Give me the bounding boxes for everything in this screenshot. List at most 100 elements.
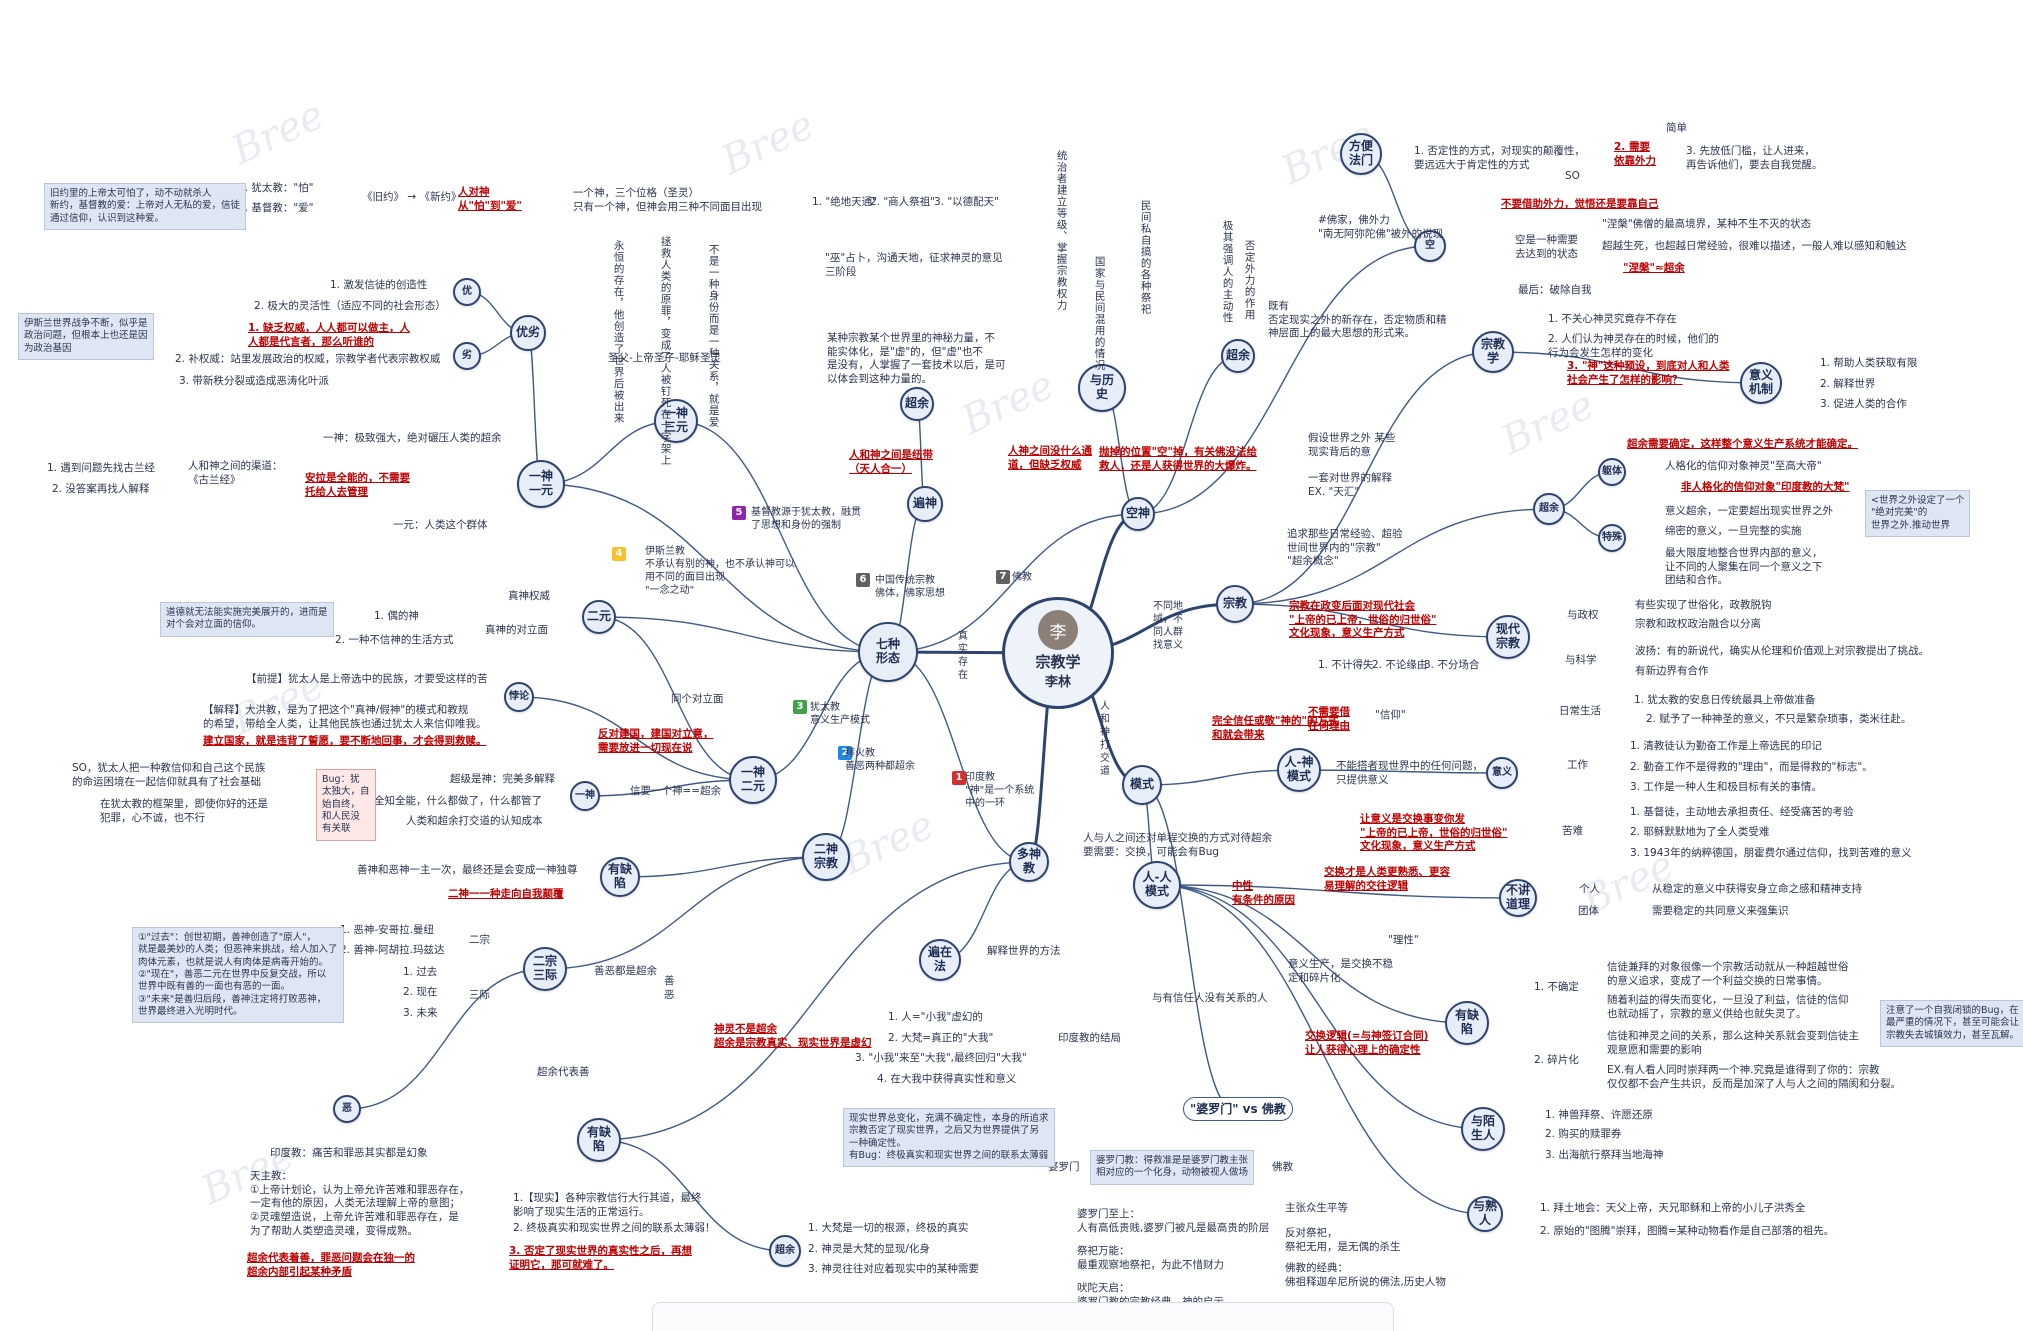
node-chaoyue-top[interactable]: 超余 bbox=[1221, 339, 1255, 373]
text-t-fo3: 佛教的经典： 佛祖释迦牟尼所说的佛法,历史人物 bbox=[1285, 1262, 1446, 1288]
connector bbox=[1141, 769, 1300, 786]
node-xiandai[interactable]: 现代 宗教 bbox=[1486, 615, 1530, 659]
text-t-yuyoudai: 与有信任人没有关系的人 bbox=[1152, 992, 1268, 1004]
text-t-note-yisi: 伊斯兰世界战争不断，似乎是 政治问题，但根本上也还是因 为政治基因 bbox=[18, 313, 154, 361]
text-t-wu: "巫"占卜，沟通天地，征求神灵的意见 三阶段 bbox=[825, 252, 1003, 278]
text-t-min: 民间私自搞的各种祭祀 bbox=[1139, 200, 1152, 315]
node-you[interactable]: 优 bbox=[453, 278, 481, 306]
central-topic[interactable]: 李 宗教学 李林 bbox=[1002, 597, 1114, 709]
node-bianquan[interactable]: 遍在 法 bbox=[919, 939, 961, 981]
text-t-guojia: 国家与民间混用的情况 bbox=[1093, 256, 1106, 371]
node-yishen-eryuan[interactable]: 一神 二元 bbox=[729, 756, 777, 804]
text-t-zj3: 3. "神"这种预设，到底对人和人类 社会产生了怎样的影响？ bbox=[1567, 360, 1730, 386]
node-chaoyue-b[interactable]: 超余 bbox=[769, 1235, 801, 1267]
text-t-cb2: 2. 神灵是大梵的显现/化身 bbox=[808, 1243, 930, 1255]
text-t-cy-c: 非人格化的信仰对象"印度教的大梵" bbox=[1681, 481, 1850, 493]
node-texing[interactable]: 特殊 bbox=[1598, 524, 1626, 552]
text-t-bj2a: 需要稳定的共同意义来强集识 bbox=[1652, 905, 1789, 917]
text-t-yq-note: 注意了一个自我闭锁的Bug，在 最严重的情况下，甚至可能会让 宗教失去城镇效力，… bbox=[1880, 1000, 2023, 1048]
text-t-yiyuan: 一元：人类这个群体 bbox=[393, 519, 488, 531]
node-zongjiao[interactable]: 宗教 bbox=[1216, 585, 1254, 623]
node-renshen[interactable]: 人-神 模式 bbox=[1277, 748, 1321, 792]
node-yishen-sanyuan[interactable]: 一神 三元 bbox=[654, 399, 698, 443]
node-kong[interactable]: 空 bbox=[1414, 230, 1446, 262]
text-t-renshen-r: 人神之间没什么通 道，但缺乏权威 bbox=[1008, 445, 1092, 471]
node-lie[interactable]: 劣 bbox=[453, 342, 481, 370]
node-quti[interactable]: 躯体 bbox=[1598, 458, 1626, 486]
text-t-yy-r6: 1. 基督徒，主动地去承担责任、经受痛苦的考验 bbox=[1630, 806, 1854, 818]
text-t-fangbian2: 2. 需要 依靠外力 bbox=[1614, 141, 1656, 167]
node-ershen[interactable]: 二神 宗教 bbox=[802, 833, 850, 881]
text-t-you2: 2. 极大的灵活性（适应不同的社会形态） bbox=[254, 300, 446, 312]
node-chaoyue[interactable]: 超余 bbox=[900, 387, 934, 421]
node-kongkong[interactable]: 空神 bbox=[1121, 497, 1155, 531]
text-t-pl1: 婆罗门至上： 人有高低贵贱,婆罗门被凡是最高贵的阶层 bbox=[1077, 1208, 1270, 1234]
text-t-zongyi: 宗教在政变后面对现代社会 "上帝的已上帝，世俗的归世俗" 文化现象，意义生产方式 bbox=[1289, 600, 1437, 640]
connector bbox=[1298, 769, 1503, 774]
node-fangbian[interactable]: 方便 法门 bbox=[1340, 133, 1382, 175]
text-t-yq4: EX.有人看人同时崇拜两一个神.究竟是谁得到了你的：宗教 仅仅都不会产生共识，反… bbox=[1607, 1064, 1901, 1090]
text-t-rs-wu: 完全信任或敬"神的"的方式 和就会带来 bbox=[1212, 715, 1339, 741]
text-t-xd1a: 有些实现了世俗化，政教脱钩 bbox=[1635, 599, 1772, 611]
edge-label-butong: 不同地 域，不 同人群 找意义 bbox=[1153, 601, 1183, 651]
node-qizhong[interactable]: 七种 形态 bbox=[858, 622, 918, 682]
text-t-sanyuan-va: 永恒的存在，他创造了世界后被出来 bbox=[612, 240, 625, 424]
node-yiyi[interactable]: 意义 机制 bbox=[1740, 362, 1782, 404]
node-e[interactable]: 恶 bbox=[333, 1095, 361, 1123]
node-yushuren[interactable]: 与熟 人 bbox=[1467, 1196, 1503, 1232]
node-yishen-b[interactable]: 一神 bbox=[570, 781, 600, 811]
text-t-shiji: 追求那些日常经验、超验 世间世界内的"宗教" "超余概念" bbox=[1287, 528, 1403, 568]
text-t-yy-r4: 2. 勤奋工作不是得救的"理由"，而是得救的"标志"。 bbox=[1630, 761, 1873, 773]
node-renren[interactable]: 人-人 模式 bbox=[1133, 861, 1181, 909]
node-bianliang[interactable]: 遍神 bbox=[907, 486, 943, 522]
text-t-rr-jiao: 交换才是人类更熟悉、更容 易理解的交往逻辑 bbox=[1324, 866, 1450, 892]
node-youquexian3[interactable]: 有缺 陷 bbox=[1445, 1001, 1489, 1045]
text-t-mo1: 1. 神兽拜祭、许愿还原 bbox=[1545, 1109, 1653, 1121]
node-duoshen[interactable]: 多神 教 bbox=[1009, 842, 1049, 882]
text-t-db4: 4. 在大我中获得真实性和意义 bbox=[877, 1073, 1017, 1085]
node-bujiang[interactable]: 不讲 道理 bbox=[1499, 879, 1537, 917]
text-t-db1: 1. 人="小我"虚幻的 bbox=[888, 1011, 983, 1023]
text-t-yuanli: 1. 遇到问题先找古兰经 bbox=[47, 462, 155, 474]
node-yishen-yiyuan[interactable]: 一神 一元 bbox=[517, 460, 565, 508]
text-t-jiuyue2: 2. 基督教："爱" bbox=[238, 202, 314, 214]
text-t-lie3: 3. 带新秩分裂或造成恶涛化叶派 bbox=[179, 375, 329, 387]
node-zongjiaoxue[interactable]: 宗教 学 bbox=[1472, 331, 1514, 373]
text-t-xd2b: 有新边界有合作 bbox=[1635, 665, 1709, 677]
node-chaoyue-r[interactable]: 超余 bbox=[1533, 493, 1565, 525]
node-youquexian2[interactable]: 有缺 陷 bbox=[577, 1118, 621, 1162]
text-t-rr-zhong: 中性 有条件的原因 bbox=[1232, 880, 1295, 906]
connector bbox=[518, 696, 754, 781]
node-eryuan-top[interactable]: 二元 bbox=[582, 600, 616, 634]
edge-label-e2: 拜火教 善恶两种都超余 bbox=[845, 748, 915, 772]
connector bbox=[540, 483, 889, 653]
text-t-yishen: 一神：极致强大，绝对碾压人类的超余 bbox=[323, 432, 502, 444]
node-erzong[interactable]: 二宗 三际 bbox=[523, 947, 567, 991]
text-t-yy2: 2. 解释世界 bbox=[1820, 378, 1876, 390]
text-t-jiashe: 假设世界之外 某些 现实背后的意 bbox=[1308, 432, 1396, 458]
node-yiyi2[interactable]: 意义 bbox=[1486, 757, 1518, 789]
node-yulishi[interactable]: 与历 史 bbox=[1078, 364, 1126, 412]
text-t-anjian: 安拉是全能的，不需要 托给人去管理 bbox=[305, 472, 410, 498]
node-poluomen-vs-fojiao[interactable]: "婆罗门" vs 佛教 bbox=[1183, 1097, 1293, 1122]
marker-2: 2 bbox=[838, 746, 852, 760]
node-youquexian1[interactable]: 有缺 陷 bbox=[600, 857, 640, 897]
node-yushengren[interactable]: 与陌 生人 bbox=[1461, 1107, 1505, 1151]
text-t-ys1: 超级是神：完美多解释 bbox=[450, 773, 555, 785]
text-t-jue1: 1. "绝地天通" bbox=[812, 196, 878, 208]
text-t-yq-a: 1. 不确定 bbox=[1534, 981, 1579, 993]
text-t-fangbian-so: SO bbox=[1565, 170, 1580, 182]
text-t-shenyi: 神灵不是超余 超余是宗教真实、现实世界是虚幻 bbox=[714, 1023, 872, 1049]
connector bbox=[598, 616, 889, 653]
node-moshi[interactable]: 模式 bbox=[1122, 765, 1162, 805]
node-youlie[interactable]: 优劣 bbox=[510, 315, 546, 351]
text-t-jue3: 3. "以德配天" bbox=[934, 196, 1000, 208]
text-t-er-zs: 真神权威 bbox=[508, 590, 550, 602]
node-bianlun[interactable]: 悖论 bbox=[504, 682, 534, 712]
edge-label-e4: 伊斯兰教 不承认有别的神，也不承认神可以 用不同的面目出现 "一念之动" bbox=[645, 546, 795, 596]
text-t-xd1b: 宗教和政权政治融合以分离 bbox=[1635, 618, 1761, 630]
text-t-yq3: 信徒和神灵之间的关系，那么这种关系就会变到信徒主 观意愿和需要的影响 bbox=[1607, 1030, 1859, 1056]
text-t-er-a: 1. 偶的神 bbox=[374, 610, 419, 622]
text-t-moujiao: 某种宗教某个世界里的神秘力量，不 能实体化，是"虚"的，但"虚"也不 是没有，人… bbox=[827, 332, 1006, 385]
text-t-ez4: 2. 现在 bbox=[403, 986, 438, 998]
